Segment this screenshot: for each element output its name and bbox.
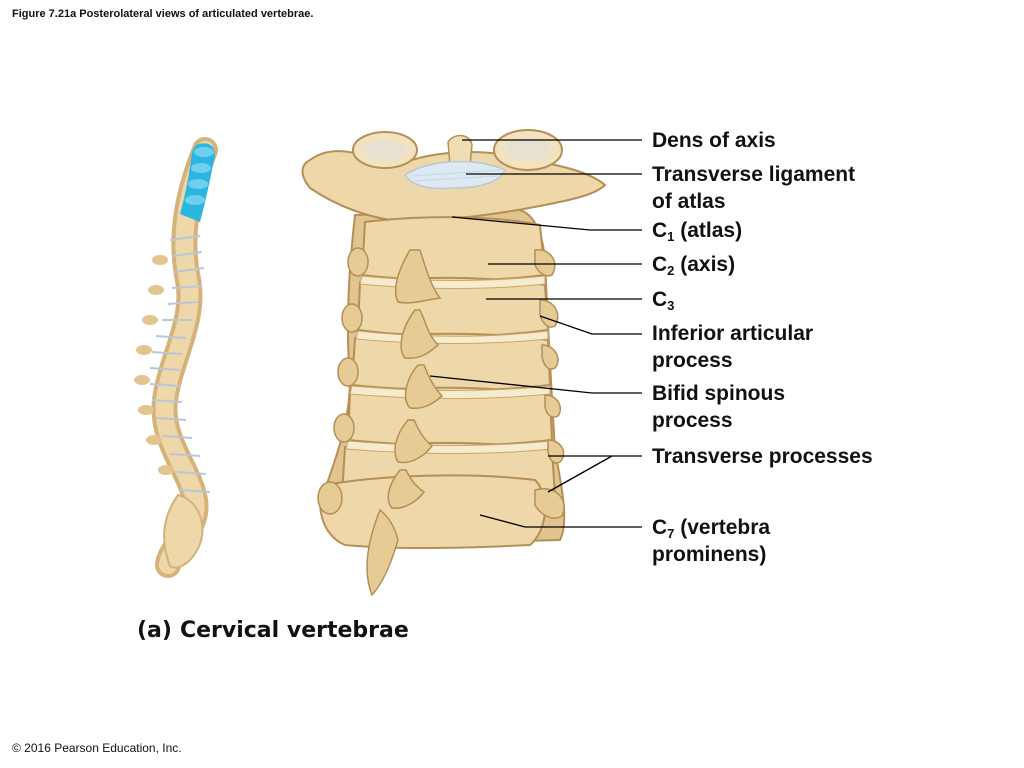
label-transverse-ligament: Transverse ligament of atlas (652, 161, 855, 215)
label-c: C (652, 253, 668, 276)
label-c7-vertebra-prominens: C7 (vertebra prominens) (652, 514, 770, 568)
label-line-2: prominens) (652, 543, 767, 566)
transverse-ligament-shape (403, 160, 506, 190)
caption-tag: (a) (137, 618, 172, 643)
label-line-2: of atlas (652, 190, 726, 213)
figure-title: Figure 7.21a Posterolateral views of art… (12, 8, 314, 20)
copyright-notice: © 2016 Pearson Education, Inc. (12, 741, 182, 755)
label-line-2: process (652, 349, 733, 372)
label-line-1: Bifid spinous (652, 382, 785, 405)
label-rest: (atlas) (674, 219, 743, 242)
label-text: Dens of axis (652, 129, 776, 152)
label-rest: (vertebra (674, 516, 771, 539)
spinal-column (134, 137, 218, 578)
label-text: Transverse processes (652, 445, 873, 468)
label-subscript: 7 (667, 526, 675, 541)
label-c2-axis: C2 (axis) (652, 251, 735, 278)
leader-bifid-spinous (429, 375, 642, 394)
leader-transverse-processes-2 (547, 455, 613, 493)
leader-c1 (451, 216, 642, 231)
label-line-1: Inferior articular (652, 322, 814, 345)
leader-c7 (479, 514, 642, 528)
label-rest: (axis) (674, 253, 736, 276)
label-c3: C3 (652, 286, 674, 313)
cervical-vertebrae-illustration (301, 129, 607, 597)
label-c: C (652, 516, 668, 539)
caption-text: Cervical vertebrae (179, 618, 409, 643)
label-c: C (652, 219, 668, 242)
label-line-1: Transverse ligament (652, 163, 856, 186)
figure-caption: (a) Cervical vertebrae (137, 618, 409, 643)
label-c1-atlas: C1 (atlas) (652, 217, 742, 244)
label-line-2: process (652, 409, 733, 432)
label-subscript: 2 (667, 263, 675, 278)
leader-inferior-articular (539, 315, 642, 335)
label-dens-of-axis: Dens of axis (652, 127, 776, 154)
label-bifid-spinous-process: Bifid spinous process (652, 380, 785, 434)
label-inferior-articular-process: Inferior articular process (652, 320, 813, 374)
leader-lines (429, 139, 642, 528)
label-transverse-processes: Transverse processes (652, 443, 873, 470)
label-subscript: 1 (667, 229, 675, 244)
label-c: C (652, 288, 668, 311)
label-subscript: 3 (667, 298, 675, 313)
